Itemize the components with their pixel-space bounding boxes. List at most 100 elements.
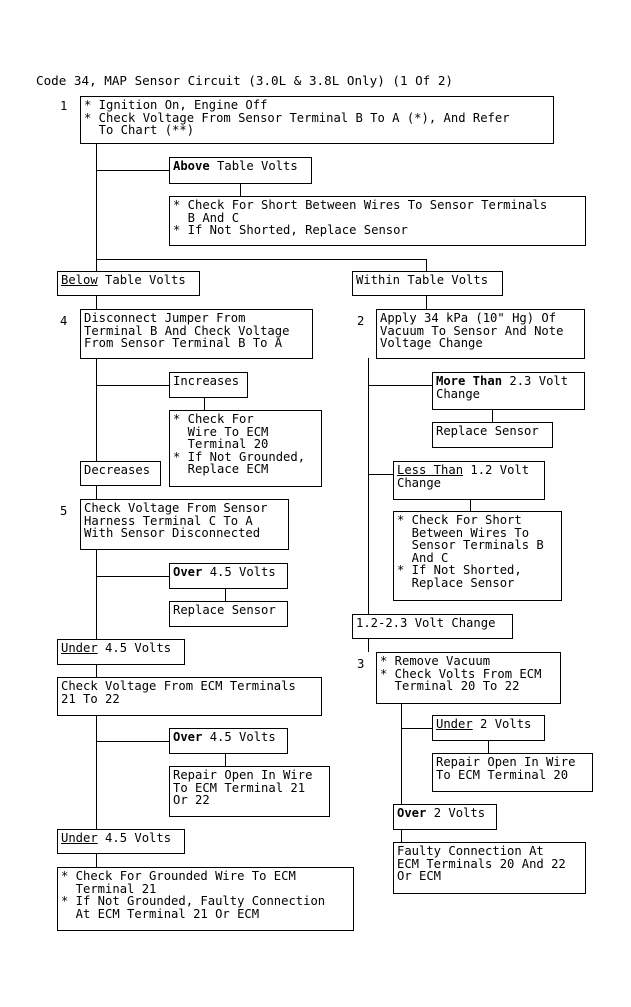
bold-word: Over (173, 565, 203, 579)
step-number: 5 (60, 504, 68, 518)
connector (401, 728, 432, 729)
connector (368, 385, 432, 386)
step-line: Or 22 (173, 793, 210, 808)
step-number: 1 (60, 99, 68, 113)
less-than-action: * Check For Short Between Wires To Senso… (393, 511, 562, 601)
bold-word: Over (397, 806, 427, 820)
step-line: * If Not Shorted, (397, 563, 522, 578)
step-line: Sensor Terminals B (397, 538, 544, 553)
replace-sensor-box: Replace Sensor (169, 601, 288, 627)
step-line: Voltage Change (380, 336, 483, 351)
step-line: 21 To 22 (61, 691, 120, 706)
connector (488, 740, 489, 754)
connector (368, 474, 393, 475)
step-line: Terminal 20 To 22 (380, 679, 520, 694)
step-line: * Check Volts From ECM (380, 666, 542, 681)
step-line: Check Voltage From ECM Terminals (61, 679, 296, 693)
step-line: Replace Sensor (397, 575, 515, 590)
step-number: 4 (60, 314, 68, 328)
connector (96, 715, 97, 829)
connector (225, 753, 226, 767)
step-line: To ECM Terminal 21 (173, 780, 306, 795)
step-line: Replace ECM (173, 462, 269, 477)
underline-word: Under (61, 831, 98, 845)
connector (368, 638, 369, 652)
connector (96, 259, 97, 272)
less-than-1-2-volt-label: Less Than 1.2 Volt Change (393, 461, 545, 500)
connector (426, 259, 427, 272)
step-line: And C (397, 550, 449, 565)
connector (96, 576, 169, 577)
step-line: B And C (173, 210, 240, 225)
connector (225, 588, 226, 602)
step-line: Harness Terminal C To A (84, 513, 253, 528)
step-line: * Check For Short (397, 513, 522, 527)
connector (96, 170, 169, 171)
connector (401, 703, 402, 828)
label-line2: Change (436, 386, 481, 401)
faulty-connection-box: Faulty Connection At ECM Terminals 20 An… (393, 842, 586, 894)
step-line: Repair Open In Wire (173, 768, 313, 782)
volt-change-range-label: 1.2-2.3 Volt Change (352, 614, 513, 639)
step-line: Repair Open In Wire (436, 755, 576, 769)
connector (96, 295, 97, 310)
step-line: Vacuum To Sensor And Note (380, 323, 564, 338)
label-line2: Change (397, 475, 442, 490)
within-table-volts-label: Within Table Volts (352, 271, 503, 296)
step-number: 3 (357, 657, 365, 671)
below-table-volts-label: Below Table Volts (57, 271, 200, 296)
check-ecm-terminals-box: Check Voltage From ECM Terminals 21 To 2… (57, 677, 322, 716)
connector (96, 385, 169, 386)
step-2-box: Apply 34 kPa (10" Hg) Of Vacuum To Senso… (376, 309, 585, 359)
step-line: Terminal 20 (173, 437, 269, 452)
step-line: * Ignition On, Engine Off (84, 98, 268, 112)
step-line: * Check For Grounded Wire To ECM (61, 869, 296, 883)
above-table-volts-label: Above Table Volts (169, 157, 312, 184)
under-2-volts-label: Under 2 Volts (432, 715, 545, 741)
under-4-5-volts-label: Under 4.5 Volts (57, 639, 185, 665)
label-rest: Table Volts (209, 159, 298, 173)
step-4-box: Disconnect Jumper From Terminal B And Ch… (80, 309, 313, 359)
label-text: 1.2-2.3 Volt Change (356, 616, 496, 630)
label-text: Decreases (84, 463, 151, 477)
step-line: * Remove Vacuum (380, 654, 491, 668)
step-5-box: Check Voltage From Sensor Harness Termin… (80, 499, 289, 550)
step-line: With Sensor Disconnected (84, 526, 261, 541)
connector (96, 485, 97, 500)
bold-word: Above (173, 159, 210, 173)
grounded-21-box: * Check For Grounded Wire To ECM Termina… (57, 867, 354, 931)
label-text: Within Table Volts (356, 273, 489, 287)
connector (492, 409, 493, 423)
step-line: Apply 34 kPa (10" Hg) Of (380, 311, 557, 325)
step-line: To ECM Terminal 20 (436, 767, 569, 782)
step-line: Faulty Connection At (397, 844, 544, 858)
step-line: Terminal 21 (61, 881, 157, 896)
step-line: * Check Voltage From Sensor Terminal B T… (84, 110, 510, 125)
label-rest: Table Volts (97, 273, 186, 287)
label-rest: 2 Volts (472, 717, 532, 731)
underline-word: Under (436, 717, 473, 731)
connector (96, 358, 97, 462)
under-4-5-volts-label: Under 4.5 Volts (57, 829, 185, 854)
more-than-2-3-volt-label: More Than 2.3 Volt Change (432, 372, 585, 410)
step-line: From Sensor Terminal B To A (84, 336, 283, 351)
label-rest: 4.5 Volts (202, 565, 276, 579)
label-rest: 1.2 Volt (463, 463, 530, 477)
connector (240, 183, 241, 197)
connector (96, 550, 97, 640)
connector (426, 295, 427, 310)
step-line: * If Not Shorted, Replace Sensor (173, 223, 408, 238)
step-line: * Check For (173, 412, 254, 426)
step-1-box: * Ignition On, Engine Off * Check Voltag… (80, 96, 554, 144)
step-line: Between Wires To (397, 525, 530, 540)
connector (96, 853, 97, 868)
connector (96, 259, 426, 260)
over-2-volts-label: Over 2 Volts (393, 804, 497, 830)
bold-word: More Than (436, 374, 503, 388)
step-line: Or ECM (397, 869, 442, 884)
step-line: Wire To ECM (173, 424, 269, 439)
step-number: 2 (357, 314, 365, 328)
over-4-5-volts-label: Over 4.5 Volts (169, 563, 288, 589)
connector (96, 143, 97, 260)
underline-word: Under (61, 641, 98, 655)
